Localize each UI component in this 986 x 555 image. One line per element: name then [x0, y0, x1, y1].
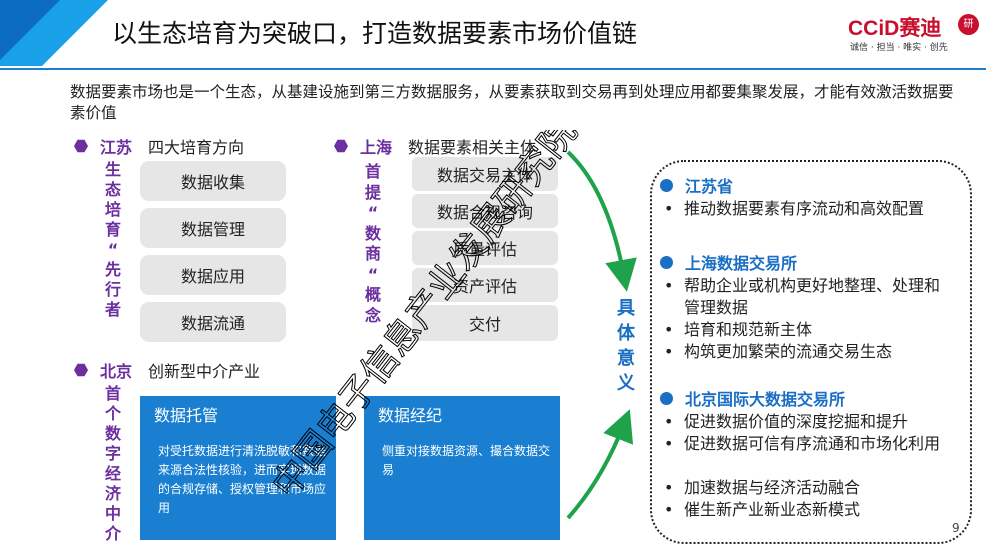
logo-text: CCiD赛迪: [848, 17, 942, 40]
circle-bullet-icon: [660, 391, 673, 405]
jiangsu-item: 数据应用: [140, 255, 286, 295]
data-brokerage-desc: 侧重对接数据资源、撮合数据交易: [382, 444, 551, 477]
data-custody-title: 数据托管: [154, 406, 219, 425]
intro-paragraph: 数据要素市场也是一个生态，从基建设施到第三方数据服务，从要素获取到交易再到处理应…: [70, 83, 954, 122]
corner-decoration: [0, 0, 108, 66]
circle-bullet-icon: [660, 178, 673, 192]
panel-bullet: •培育和规范新主体: [664, 320, 813, 339]
data-custody-box: 数据托管 对受托数据进行清洗脱敏和数据来源合法性核验，进而实现数据的合规存储、授…: [140, 396, 336, 540]
shanghai-item: 资产评估: [412, 268, 558, 302]
panel-bullet: •促进数据价值的深度挖掘和提升: [664, 412, 909, 431]
jiangsu-item: 数据收集: [140, 161, 286, 201]
hexagon-bullet-icon: [74, 363, 88, 377]
data-brokerage-box: 数据经纪 侧重对接数据资源、撮合数据交易: [364, 396, 560, 540]
page-number: 9: [952, 521, 960, 535]
beijing-header: 北京 创新型中介产业: [74, 358, 260, 382]
hexagon-bullet-icon: [74, 139, 88, 153]
logo-badge-icon: 研: [958, 14, 979, 35]
panel-bullet: •推动数据要素有序流动和高效配置: [664, 199, 925, 218]
data-brokerage-title: 数据经纪: [378, 406, 443, 425]
shanghai-item: 交付: [412, 305, 558, 341]
title-divider: [0, 68, 986, 70]
jiangsu-name: 江苏: [100, 138, 133, 157]
ccid-logo: CCiD赛迪 诚信 · 担当 · 唯实 · 创先 研: [848, 12, 980, 58]
panel-bullet: •促进数据可信有序流通和市场化利用: [664, 434, 941, 453]
shanghai-header: 上海 数据要素相关主体: [334, 134, 536, 158]
beijing-name: 北京: [100, 362, 133, 381]
panel-section-title: 江苏省: [660, 173, 733, 197]
shanghai-name: 上海: [360, 138, 393, 157]
data-custody-desc: 对受托数据进行清洗脱敏和数据来源合法性核验，进而实现数据的合规存储、授权管理和市…: [158, 444, 327, 515]
significance-label: 具体意义: [617, 298, 635, 394]
beijing-vertical-label: 首个数字经济中介: [104, 384, 121, 543]
panel-bullet: •加速数据与经济活动融合: [664, 478, 861, 497]
panel-bullet: •构筑更加繁荣的流通交易生态: [664, 342, 893, 361]
jiangsu-header: 江苏 四大培育方向: [74, 134, 244, 158]
panel-bullet: •帮助企业或机构更好地整理、处理和管理数据: [664, 276, 941, 317]
shanghai-vertical-label: 首提“数商“概念: [364, 162, 381, 325]
shanghai-desc: 数据要素相关主体: [408, 138, 537, 157]
shanghai-item: 数据交易主体: [412, 157, 558, 191]
page-title: 以生态培育为突破口，打造数据要素市场价值链: [112, 19, 638, 48]
jiangsu-item: 数据流通: [140, 302, 286, 342]
beijing-desc: 创新型中介产业: [148, 362, 261, 381]
logo-slogan: 诚信 · 担当 · 唯实 · 创先: [850, 43, 948, 53]
jiangsu-item: 数据管理: [140, 208, 286, 248]
jiangsu-desc: 四大培育方向: [148, 138, 245, 157]
significance-panel: [650, 160, 972, 544]
shanghai-item: 数据合规咨询: [412, 194, 558, 228]
panel-section-title: 北京国际大数据交易所: [660, 386, 845, 410]
circle-bullet-icon: [660, 255, 673, 269]
lower-arrow-icon: [566, 409, 634, 520]
shanghai-item: 质量评估: [412, 231, 558, 265]
panel-bullet: •催生新产业新业态新模式: [664, 500, 861, 519]
panel-section-title: 上海数据交易所: [660, 250, 797, 274]
upper-arrow-icon: [566, 150, 637, 292]
arrows-layer: [566, 150, 637, 520]
hexagon-bullet-icon: [334, 139, 348, 153]
jiangsu-vertical-label: 生态培育“先行者: [104, 160, 121, 319]
